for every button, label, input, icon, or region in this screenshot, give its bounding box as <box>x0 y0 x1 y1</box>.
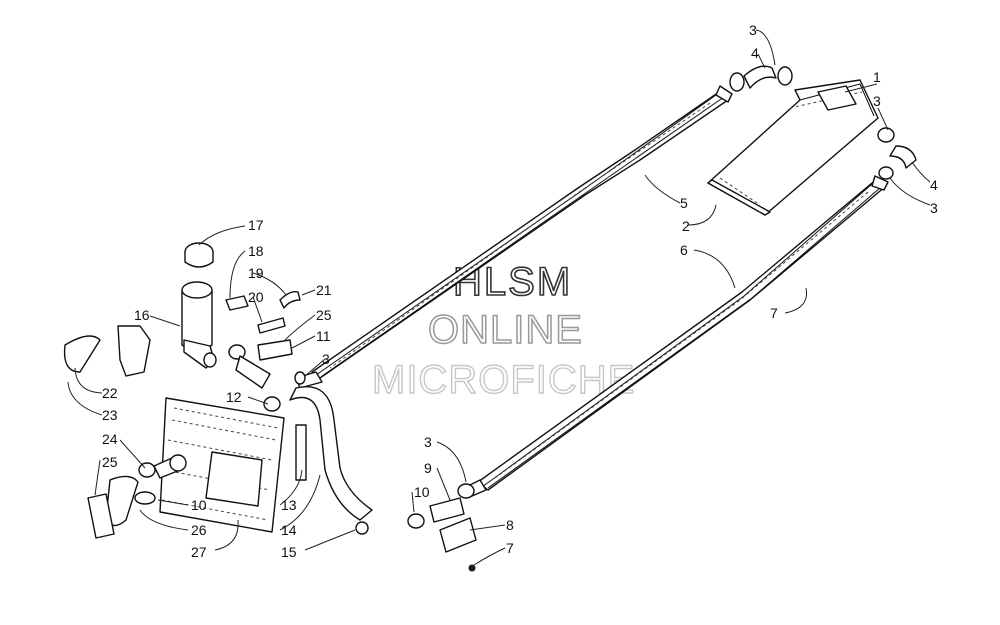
callout-14: 14 <box>281 522 297 538</box>
callout-16: 16 <box>134 307 150 323</box>
callout-23: 23 <box>102 407 118 423</box>
callout-25-lower: 25 <box>102 454 118 470</box>
callout-12: 12 <box>226 389 242 405</box>
watermark-line-2: ONLINE <box>428 308 583 352</box>
radiator-panel <box>707 79 879 216</box>
callout-25-upper: 25 <box>316 307 332 323</box>
callout-5: 5 <box>680 195 688 211</box>
callout-11: 11 <box>316 328 331 344</box>
small-hoses <box>225 290 306 412</box>
tank-bracket <box>63 325 151 377</box>
callout-3-right: 3 <box>873 93 881 109</box>
upper-heat-exchanger-rail <box>295 85 733 389</box>
right-hose-connector <box>877 127 917 180</box>
callout-4-right: 4 <box>930 177 938 193</box>
callout-2: 2 <box>682 218 690 234</box>
callout-18: 18 <box>248 243 264 259</box>
callout-4-top: 4 <box>751 45 759 61</box>
top-hose-connector <box>729 65 793 92</box>
callout-15: 15 <box>281 544 297 560</box>
callout-21: 21 <box>316 282 332 298</box>
callout-26: 26 <box>191 522 207 538</box>
callout-3-right-lower: 3 <box>930 200 938 216</box>
callout-9: 9 <box>424 460 432 476</box>
lower-left-hoses <box>87 454 187 539</box>
callout-3-mid: 3 <box>322 351 330 367</box>
long-bent-hose <box>289 386 373 535</box>
callout-3-bottom: 3 <box>424 434 432 450</box>
callout-27: 27 <box>191 544 207 560</box>
lower-heat-exchanger-rail <box>467 175 889 497</box>
leader-lines <box>67 29 931 566</box>
callout-22: 22 <box>102 385 118 401</box>
callout-3-top: 3 <box>749 22 757 38</box>
callout-10-bottom: 10 <box>414 484 430 500</box>
watermark-line-3: MICROFICHE <box>372 358 635 402</box>
callout-8: 8 <box>506 517 514 533</box>
callout-19: 19 <box>248 265 264 281</box>
callout-10-left: 10 <box>191 497 207 513</box>
callout-24: 24 <box>102 431 118 447</box>
bottom-fittings <box>407 483 477 572</box>
callout-7-upper: 7 <box>770 305 778 321</box>
callout-labels: 1 2 3 4 3 4 3 5 6 7 17 18 19 20 21 25 11… <box>102 22 938 560</box>
callout-7-lower: 7 <box>506 540 514 556</box>
callout-6: 6 <box>680 242 688 258</box>
coolant-tank <box>181 242 217 369</box>
callout-1: 1 <box>873 69 881 85</box>
callout-13: 13 <box>281 497 297 513</box>
callout-20: 20 <box>248 289 264 305</box>
callout-17: 17 <box>248 217 264 233</box>
